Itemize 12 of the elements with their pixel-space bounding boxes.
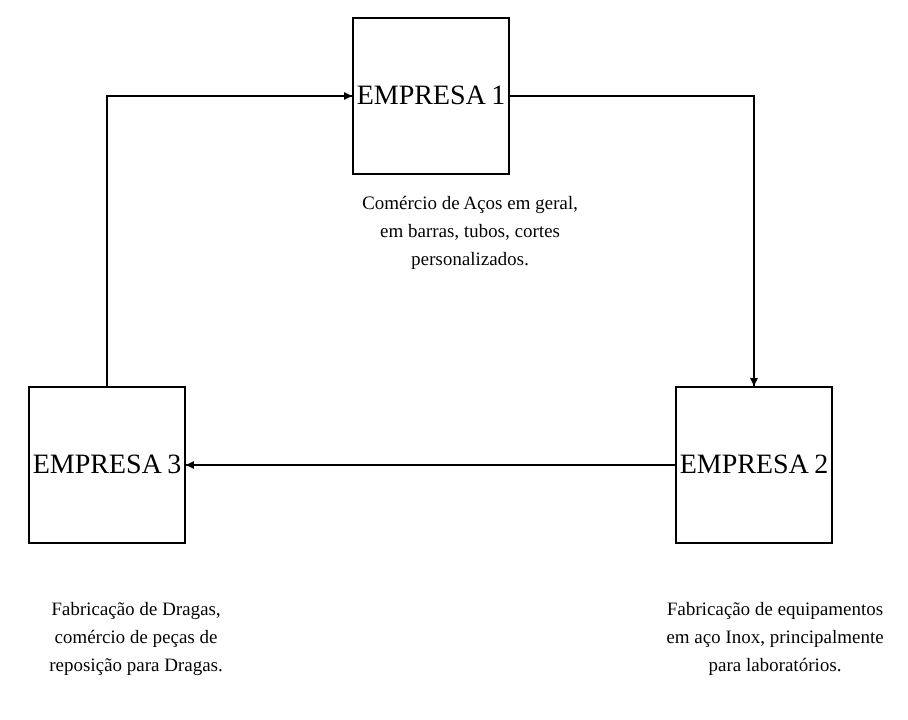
company-name: EMPRESA 3 [32, 449, 182, 481]
company-description: Fabricação de Dragas, comércio de peças de reposição para Dragas. [48, 598, 224, 678]
company-name: EMPRESA 2 [680, 449, 828, 481]
company-box [352, 17, 510, 175]
arrow [106, 92, 352, 386]
company-box [28, 386, 186, 544]
company-description: Comércio de Aços em geral, em barras, tubos, cortes personalizados. [361, 192, 579, 272]
arrow [510, 95, 758, 386]
company-description: Fabricação de equipamentos em aço Inox, principalmente para laboratórios. [665, 598, 885, 678]
company-name: EMPRESA 1 [356, 80, 506, 112]
company-box [675, 386, 833, 544]
arrow [186, 461, 675, 469]
